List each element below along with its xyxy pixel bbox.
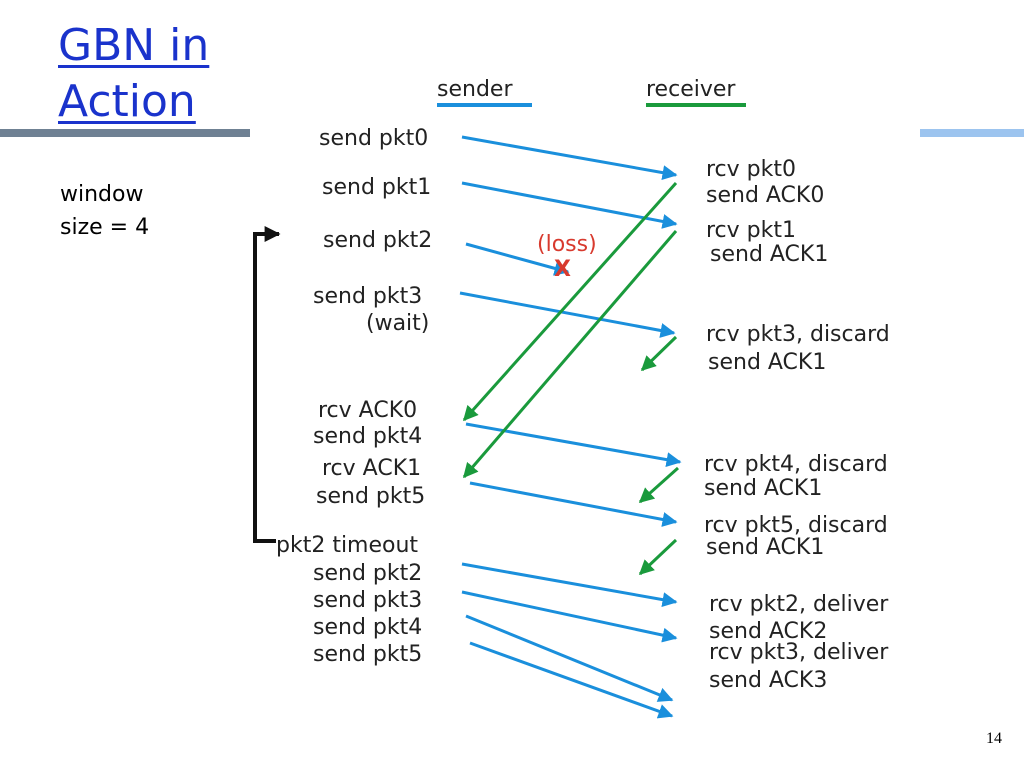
window-note-line-1: window <box>60 182 144 207</box>
sender-event-send-pkt2: send pkt2 <box>323 228 432 253</box>
receiver-event-send-ack1-c: send ACK1 <box>704 476 822 501</box>
arrow-pkt1 <box>461 181 678 229</box>
sender-events: send pkt0 send pkt1 send pkt2 send pkt3 … <box>276 126 432 667</box>
arrow-ack0 <box>462 181 678 422</box>
arrow-pkt4 <box>465 422 682 468</box>
receiver-events: rcv pkt0 send ACK0 rcv pkt1 send ACK1 rc… <box>704 157 890 693</box>
sender-event-wait: (wait) <box>366 311 429 336</box>
receiver-event-rcv-pkt3-discard: rcv pkt3, discard <box>706 322 890 347</box>
slide-title-line-1: GBN in <box>58 20 210 71</box>
arrow-pkt5 <box>469 481 678 527</box>
receiver-event-send-ack1-b: send ACK1 <box>708 350 826 375</box>
arrow-ack1-after-pkt5 <box>638 538 678 576</box>
arrow-pkt2-lost <box>465 242 570 276</box>
sender-event-send-pkt1: send pkt1 <box>322 175 431 200</box>
receiver-event-rcv-pkt1: rcv pkt1 <box>706 218 796 243</box>
packet-arrows <box>459 135 682 719</box>
timeout-bracket-line <box>253 226 281 543</box>
arrow-resend-pkt5 <box>469 641 674 719</box>
loss-x-mark: X <box>554 257 571 282</box>
window-note-line-2: size = 4 <box>60 215 150 240</box>
receiver-event-rcv-pkt5-discard: rcv pkt5, discard <box>704 513 888 538</box>
arrow-resend-pkt4 <box>465 614 674 702</box>
arrow-pkt0 <box>461 135 678 181</box>
arrow-ack1-after-pkt4 <box>638 466 680 504</box>
arrow-resend-pkt2 <box>461 562 678 608</box>
sender-event-pkt2-timeout: pkt2 timeout <box>276 533 418 558</box>
sender-header: sender <box>437 77 513 102</box>
receiver-event-send-ack3: send ACK3 <box>709 668 827 693</box>
receiver-event-send-ack1-d: send ACK1 <box>706 535 824 560</box>
sender-event-send-pkt5: send pkt5 <box>316 484 425 509</box>
sender-event-resend-pkt5: send pkt5 <box>313 642 422 667</box>
receiver-event-send-ack1-a: send ACK1 <box>710 242 828 267</box>
slide-title-line-2: Action <box>58 76 196 127</box>
arrow-ack1-after-pkt3 <box>640 335 678 372</box>
arrow-resend-pkt3 <box>461 590 678 643</box>
receiver-event-send-ack0: send ACK0 <box>706 183 824 208</box>
sender-event-rcv-ack0: rcv ACK0 <box>318 398 417 423</box>
timeout-bracket <box>253 226 281 543</box>
receiver-event-rcv-pkt2-deliver: rcv pkt2, deliver <box>709 592 889 617</box>
receiver-event-send-ack2: send ACK2 <box>709 619 827 644</box>
sender-event-resend-pkt4: send pkt4 <box>313 615 422 640</box>
sender-event-resend-pkt3: send pkt3 <box>313 588 422 613</box>
receiver-event-rcv-pkt4-discard: rcv pkt4, discard <box>704 452 888 477</box>
receiver-event-rcv-pkt3-deliver: rcv pkt3, deliver <box>709 640 889 665</box>
ack-arrows <box>462 181 680 576</box>
arrow-ack1 <box>462 230 678 479</box>
sender-event-resend-pkt2: send pkt2 <box>313 561 422 586</box>
receiver-event-rcv-pkt0: rcv pkt0 <box>706 157 796 182</box>
sender-event-send-pkt4: send pkt4 <box>313 424 422 449</box>
header-band-left <box>0 129 250 137</box>
sender-event-send-pkt0: send pkt0 <box>319 126 428 151</box>
sender-event-rcv-ack1: rcv ACK1 <box>322 456 421 481</box>
receiver-header: receiver <box>646 77 736 102</box>
page-number: 14 <box>986 730 1002 747</box>
slide-title: GBN in Action <box>58 18 209 130</box>
arrow-pkt3 <box>459 291 676 338</box>
loss-label: (loss) <box>537 232 597 257</box>
sender-event-send-pkt3: send pkt3 <box>313 284 422 309</box>
header-band-right <box>920 129 1024 137</box>
window-size-note: window size = 4 <box>60 178 149 244</box>
